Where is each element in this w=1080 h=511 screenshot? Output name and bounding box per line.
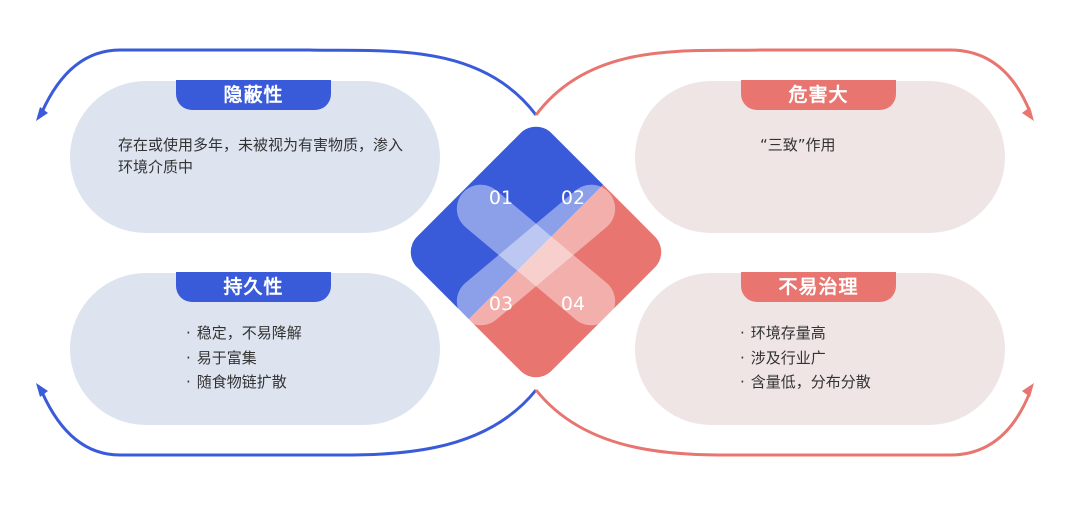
red-loop-bottom	[534, 389, 1032, 457]
card-persistence-list: 稳定，不易降解 易于富集 随食物链扩散	[186, 321, 302, 395]
blue-arrowhead-top	[36, 107, 48, 121]
number-02: 02	[560, 187, 586, 209]
card-hard-to-treat-list: 环境存量高 涉及行业广 含量低，分布分散	[740, 321, 871, 395]
number-01: 01	[488, 187, 514, 209]
red-arrowhead-top	[1022, 107, 1034, 121]
number-03: 03	[488, 293, 514, 315]
blue-loop-bottom	[40, 389, 538, 457]
list-item: 易于富集	[186, 346, 302, 371]
red-arrowhead-bottom	[1022, 383, 1034, 397]
card-harm-title: 危害大	[741, 80, 896, 110]
list-item: 环境存量高	[740, 321, 871, 346]
blue-arrowhead-bottom	[36, 383, 48, 397]
center-diamond	[410, 126, 662, 378]
list-item: 随食物链扩散	[186, 370, 302, 395]
number-04: 04	[560, 293, 586, 315]
card-persistence-title: 持久性	[176, 272, 331, 302]
list-item: 稳定，不易降解	[186, 321, 302, 346]
card-concealment-text: 存在或使用多年，未被视为有害物质，渗入环境介质中	[118, 136, 404, 176]
red-loop-top	[534, 48, 1032, 116]
list-item: 含量低，分布分散	[740, 370, 871, 395]
card-harm-text: “三致”作用	[760, 136, 836, 154]
card-hard-to-treat-title: 不易治理	[741, 272, 896, 302]
list-item: 涉及行业广	[740, 346, 871, 371]
blue-loop-top	[40, 48, 538, 116]
card-concealment-title: 隐蔽性	[176, 80, 331, 110]
